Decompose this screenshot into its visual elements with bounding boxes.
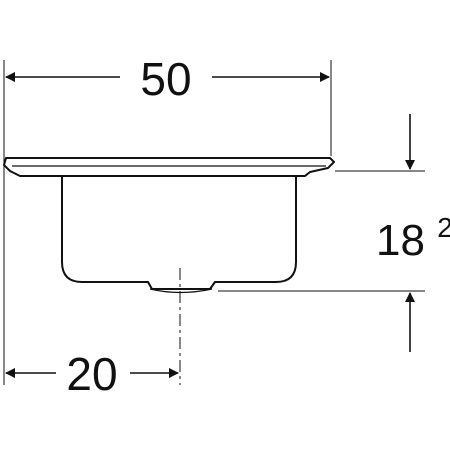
sink-rim (3, 157, 335, 177)
width-dimension-label: 50 (140, 53, 191, 105)
depth-value: 18 (376, 216, 425, 265)
depth-superscript: 2 (437, 212, 450, 243)
depth-dimension-label: 18 2 (376, 212, 450, 265)
offset-dimension-label: 20 (66, 348, 117, 400)
sink-profile (3, 157, 335, 290)
extension-lines (3, 60, 425, 385)
sink-bowl (61, 175, 297, 290)
